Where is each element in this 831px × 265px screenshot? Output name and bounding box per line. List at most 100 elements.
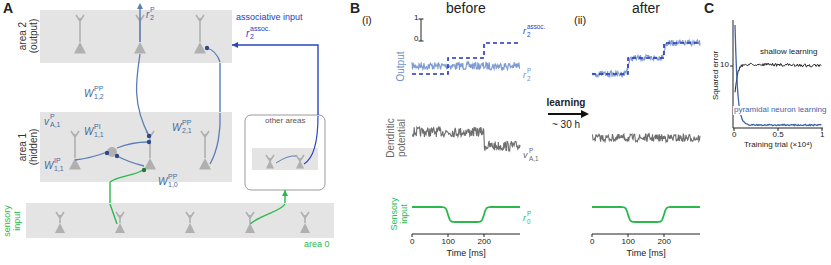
area-label: area 0 bbox=[304, 240, 330, 250]
math-part: PI bbox=[94, 123, 101, 131]
dendrite-trace bbox=[412, 127, 520, 151]
math-part: P bbox=[527, 68, 531, 75]
connector-line bbox=[219, 63, 220, 112]
math-part: r bbox=[246, 28, 249, 39]
axon bbox=[207, 48, 220, 62]
target-trace bbox=[592, 43, 700, 74]
connector-line bbox=[232, 45, 318, 115]
pyramidal-soma bbox=[185, 223, 195, 233]
math-part: assoc. bbox=[527, 24, 545, 31]
area-band bbox=[40, 112, 232, 182]
area-label: area 1 (hidden) bbox=[17, 125, 39, 169]
area-label: area 2 (output) bbox=[17, 14, 39, 58]
apical-dendrite bbox=[116, 212, 124, 223]
math-part: 2,1 bbox=[182, 127, 192, 135]
area-label: sensory input bbox=[3, 198, 23, 244]
math-part: 2 bbox=[527, 76, 531, 83]
panel-letter: B bbox=[350, 1, 360, 16]
areas-box bbox=[245, 115, 325, 190]
math-part: PP bbox=[168, 173, 177, 181]
axon bbox=[250, 204, 285, 224]
math-part: P bbox=[50, 113, 55, 121]
subpanel-label: (ii) bbox=[574, 14, 586, 26]
math-part: r bbox=[523, 27, 526, 37]
tick-label: 200 bbox=[658, 238, 671, 247]
apical-dendrite bbox=[301, 212, 309, 223]
math-part: v bbox=[44, 116, 49, 127]
panel-letter: A bbox=[3, 1, 13, 16]
area-band: sensory inputarea 0 bbox=[26, 203, 334, 238]
time-axis bbox=[592, 234, 700, 237]
synapse bbox=[205, 46, 209, 50]
pyramidal-soma bbox=[296, 160, 304, 168]
math-part: P bbox=[529, 148, 533, 155]
axon bbox=[304, 116, 318, 164]
axon bbox=[110, 204, 117, 224]
synapse bbox=[147, 140, 151, 144]
math-part: 1,1 bbox=[54, 165, 64, 173]
connector bbox=[220, 63, 221, 112]
axon bbox=[110, 170, 143, 182]
scale-label: 1 bbox=[414, 14, 418, 23]
tick-label: 100 bbox=[442, 238, 455, 247]
output-trace bbox=[592, 40, 700, 77]
apical-dendrite bbox=[76, 15, 84, 42]
learning-arrow bbox=[548, 113, 582, 115]
arrow-head bbox=[232, 42, 238, 48]
scale-bar bbox=[419, 19, 424, 41]
arrow-label: learning bbox=[547, 97, 586, 108]
math-part: 0 bbox=[527, 219, 531, 226]
apical-dendrite bbox=[146, 131, 154, 158]
apical-dendrite bbox=[186, 212, 194, 223]
axis-title: Time [ms] bbox=[627, 249, 666, 259]
synapse bbox=[147, 134, 151, 138]
area-band bbox=[26, 203, 334, 238]
subpanel-label: (i) bbox=[362, 14, 372, 26]
math-part: r bbox=[523, 214, 526, 224]
axis-title: Time [ms] bbox=[447, 249, 486, 259]
synapse bbox=[105, 151, 109, 155]
math-part: A,1 bbox=[529, 156, 538, 163]
apical-dendrite bbox=[56, 212, 64, 223]
pyramidal-soma bbox=[74, 42, 86, 54]
math-part: 2 bbox=[250, 33, 254, 41]
axon bbox=[210, 113, 220, 164]
axis-label: Output bbox=[395, 41, 406, 91]
tick-label: 200 bbox=[478, 238, 491, 247]
panel-letter: C bbox=[704, 1, 714, 16]
synapse bbox=[115, 154, 119, 158]
axon bbox=[117, 156, 144, 166]
axon bbox=[117, 142, 148, 148]
pyramidal-soma bbox=[144, 158, 156, 170]
axis-title: Training trial (×10⁴) bbox=[744, 141, 812, 150]
math-part: PP bbox=[182, 119, 191, 127]
tick-label: 100 bbox=[622, 238, 635, 247]
subpanel-title: before bbox=[446, 1, 486, 16]
axon bbox=[75, 152, 107, 160]
pyramidal-soma bbox=[199, 158, 211, 170]
math-part: P bbox=[527, 211, 531, 218]
axis-label: Dendritic potential bbox=[385, 110, 407, 166]
math-part: W bbox=[172, 122, 181, 133]
shallow-curve bbox=[735, 63, 821, 92]
area-label: other areas bbox=[265, 117, 305, 126]
pyramidal-soma bbox=[115, 223, 125, 233]
math-part: 2 bbox=[150, 14, 154, 22]
pyramidal-soma bbox=[245, 223, 255, 233]
math-part: W bbox=[84, 126, 93, 137]
arrow-head bbox=[581, 110, 589, 118]
subpanel-title: after bbox=[632, 1, 660, 16]
math-part: W bbox=[84, 88, 93, 99]
curve-label: pyramidal neuron learning bbox=[733, 106, 828, 115]
tick-label: 1 bbox=[820, 131, 824, 140]
math-part: r bbox=[523, 71, 526, 81]
area-band bbox=[40, 10, 232, 63]
tick-label: 0.5 bbox=[773, 131, 784, 140]
math-part: P bbox=[150, 6, 155, 14]
areas-box: other areas bbox=[245, 115, 325, 190]
math-part: IP bbox=[54, 157, 61, 165]
apical-dendrite bbox=[201, 131, 209, 158]
connector bbox=[282, 190, 288, 203]
apical-dendrite bbox=[71, 131, 79, 158]
mini-band bbox=[252, 148, 318, 170]
